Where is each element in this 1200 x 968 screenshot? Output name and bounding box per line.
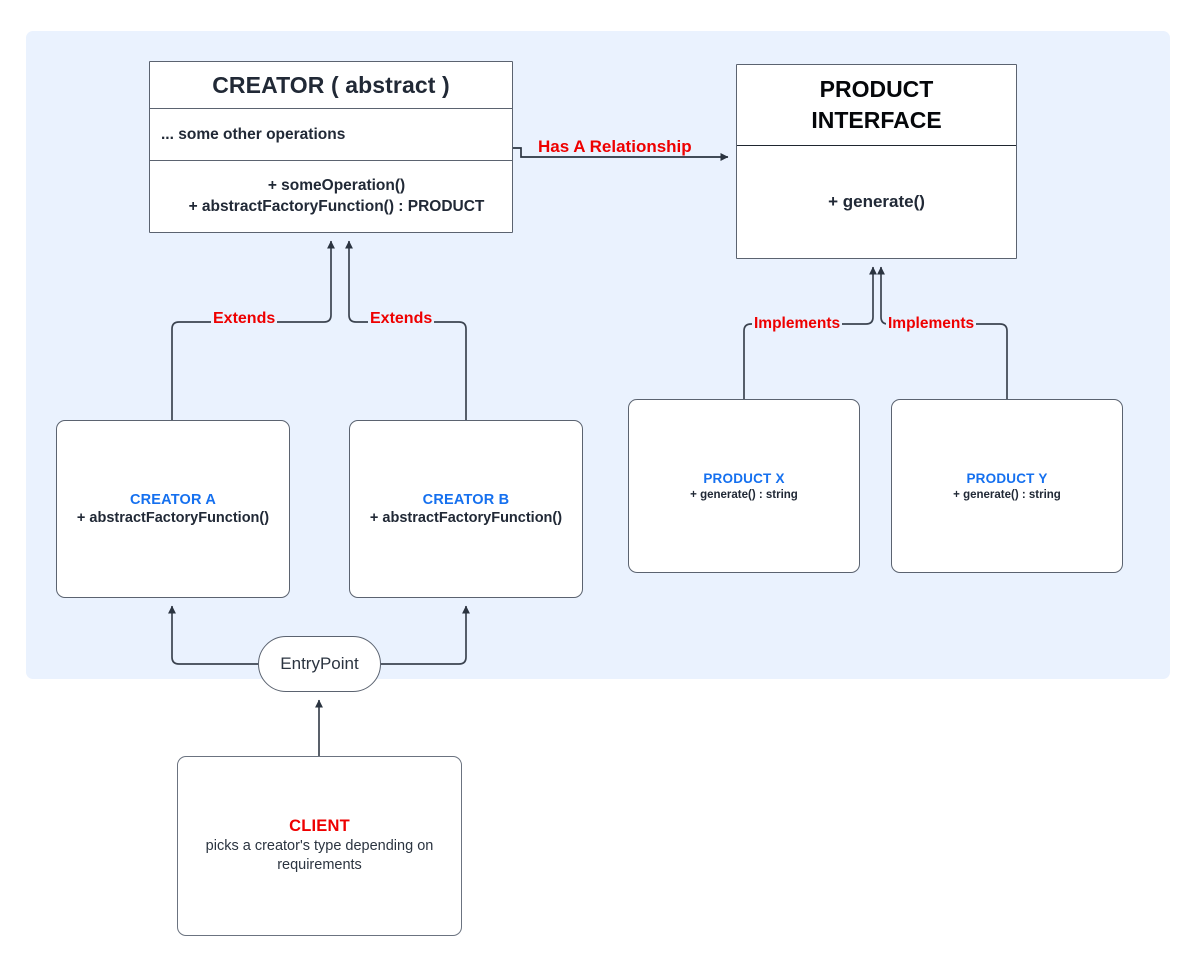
edge-implements-product-x bbox=[743, 266, 877, 399]
product-interface-title: PRODUCT INTERFACE bbox=[737, 65, 1016, 145]
edge-has-a-relationship bbox=[513, 147, 729, 161]
node-entry-point[interactable]: EntryPoint bbox=[258, 636, 381, 692]
edge-label-has-a-relationship: Has A Relationship bbox=[536, 137, 694, 156]
edge-entrypoint-to-creator-a bbox=[167, 605, 258, 665]
class-node-product-interface[interactable]: PRODUCT INTERFACE + generate() bbox=[736, 64, 1017, 259]
class-node-product-y[interactable]: PRODUCT Y + generate() : string bbox=[891, 399, 1123, 573]
creator-b-title: CREATOR B bbox=[422, 492, 510, 508]
entry-point-label: EntryPoint bbox=[280, 654, 359, 673]
creator-abstract-method-0: + someOperation() bbox=[267, 177, 406, 195]
class-node-creator-a[interactable]: CREATOR A + abstractFactoryFunction() bbox=[56, 420, 290, 598]
class-node-creator-abstract[interactable]: CREATOR ( abstract ) ... some other oper… bbox=[149, 61, 513, 233]
creator-abstract-method-1: + abstractFactoryFunction() : PRODUCT bbox=[188, 197, 485, 215]
product-y-title: PRODUCT Y bbox=[966, 471, 1048, 486]
product-interface-method: + generate() bbox=[737, 145, 1016, 258]
creator-b-method: + abstractFactoryFunction() bbox=[369, 510, 563, 526]
edge-entrypoint-to-creator-b bbox=[381, 605, 470, 665]
edge-extends-creator-b bbox=[344, 240, 467, 420]
creator-a-title: CREATOR A bbox=[129, 492, 217, 508]
edge-label-implements-product-x: Implements bbox=[752, 315, 843, 332]
client-description: picks a creator's type depending on requ… bbox=[205, 837, 434, 873]
edge-label-extends-creator-a: Extends bbox=[211, 310, 278, 327]
edge-label-extends-creator-b: Extends bbox=[368, 310, 435, 327]
product-y-method: + generate() : string bbox=[953, 489, 1061, 501]
node-client[interactable]: CLIENT picks a creator's type depending … bbox=[177, 756, 462, 936]
product-x-method: + generate() : string bbox=[690, 489, 798, 501]
creator-a-method: + abstractFactoryFunction() bbox=[76, 510, 270, 526]
edge-label-implements-product-y: Implements bbox=[886, 315, 977, 332]
product-interface-title-line2: INTERFACE bbox=[811, 107, 942, 133]
client-title: CLIENT bbox=[289, 816, 350, 835]
edge-implements-product-y bbox=[876, 266, 1008, 399]
creator-abstract-title: CREATOR ( abstract ) bbox=[212, 71, 450, 98]
product-interface-title-line1: PRODUCT bbox=[819, 76, 934, 103]
creator-abstract-operations-note: ... some other operations bbox=[150, 108, 512, 160]
edge-extends-creator-a bbox=[171, 240, 335, 420]
creator-abstract-methods: + someOperation() + abstractFactoryFunct… bbox=[150, 160, 512, 232]
product-x-title: PRODUCT X bbox=[703, 471, 785, 486]
class-node-creator-b[interactable]: CREATOR B + abstractFactoryFunction() bbox=[349, 420, 583, 598]
class-node-product-x[interactable]: PRODUCT X + generate() : string bbox=[628, 399, 860, 573]
